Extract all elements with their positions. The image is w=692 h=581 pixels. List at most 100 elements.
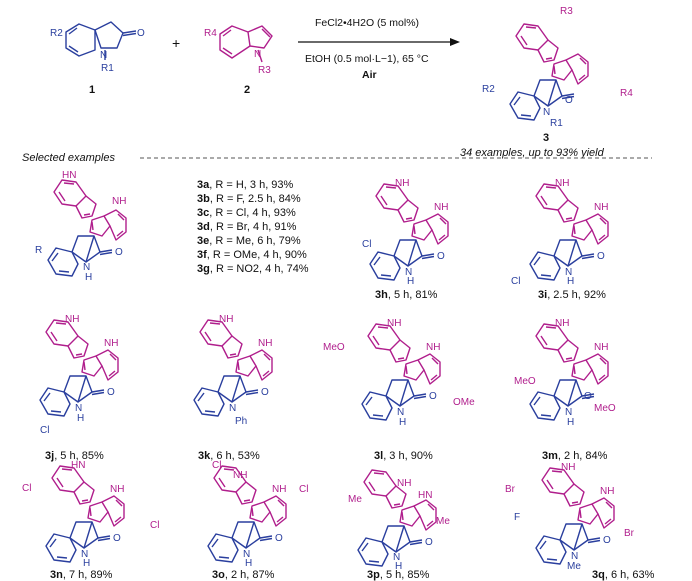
- reactant-2-r4: R4: [204, 28, 217, 39]
- lactam-h-3j: H: [77, 413, 84, 424]
- series-text-3f: , R = OMe, 4 h, 90%: [207, 249, 307, 261]
- carbonyl-o-3l: O: [429, 391, 437, 402]
- example-text-3i: , 2.5 h, 92%: [547, 289, 606, 301]
- series-text-3g: , R = NO2, 4 h, 74%: [210, 263, 309, 275]
- reaction-arrowhead: [450, 38, 460, 46]
- example-text-3k: , 6 h, 53%: [210, 450, 260, 462]
- lactam-n-3k: N: [229, 403, 236, 414]
- methyl-3p-right: Me: [436, 516, 450, 527]
- indole-nh-3h-upper: NH: [395, 178, 409, 189]
- product-r2: R2: [482, 84, 495, 95]
- lactam-n-3j: N: [75, 403, 82, 414]
- lactam-n-3i: N: [565, 267, 572, 278]
- lactam-n-3l: N: [397, 407, 404, 418]
- lactam-h-3a: H: [85, 272, 92, 283]
- condition-solvent: EtOH (0.5 mol·L−1), 65 °C: [305, 53, 429, 65]
- example-text-3o: , 2 h, 87%: [225, 569, 275, 581]
- series-id-3e: 3e: [197, 235, 209, 247]
- example-id-3m: 3m: [542, 450, 558, 462]
- example-id-3l: 3l: [374, 450, 383, 462]
- reactant-2-r3: R3: [258, 65, 271, 76]
- indole-nh-3o-upper: NH: [233, 470, 247, 481]
- svg-text:3n, 7 h, 89%: 3n, 7 h, 89%: [50, 569, 113, 581]
- indole-nh-3q-upper: NH: [561, 462, 575, 473]
- reactant-2-structure: [219, 25, 273, 63]
- structure-3k: [193, 319, 273, 417]
- example-text-3q: , 6 h, 63%: [605, 569, 655, 581]
- svg-text:3h, 5 h, 81%: 3h, 5 h, 81%: [375, 289, 438, 301]
- example-id-3q: 3q: [592, 569, 605, 581]
- indole-nh-3k-upper: NH: [219, 314, 233, 325]
- series-text-3c: , R = Cl, 4 h, 93%: [209, 207, 296, 219]
- indole-nh-3n-upper: HN: [71, 460, 85, 471]
- structure-3n: [45, 465, 125, 563]
- plus-sign: +: [172, 35, 180, 51]
- lactam-h-3h: H: [407, 276, 414, 287]
- structure-3j: [39, 319, 119, 417]
- methoxy-3m-left: MeO: [514, 376, 536, 387]
- methoxy-3m-right: MeO: [594, 403, 616, 414]
- series-text-3e: , R = Me, 6 h, 79%: [209, 235, 301, 247]
- lactam-n-3o: N: [243, 549, 250, 560]
- chloro-3n-right: Cl: [150, 520, 159, 531]
- lactam-h-3m: H: [567, 417, 574, 428]
- methoxy-3l-left: MeO: [323, 342, 345, 353]
- structure-3l: [361, 323, 441, 421]
- example-id-3p: 3p: [367, 569, 380, 581]
- indole-nh-3i-lower: NH: [594, 202, 608, 213]
- carbonyl-o-3h: O: [437, 251, 445, 262]
- lactam-h-3l: H: [399, 417, 406, 428]
- product-r3: R3: [560, 6, 573, 17]
- series-text-3a: , R = H, 3 h, 93%: [209, 179, 293, 191]
- carbonyl-o-3i: O: [597, 251, 605, 262]
- svg-text:3f, R = OMe, 4 h, 90%: 3f, R = OMe, 4 h, 90%: [197, 249, 307, 261]
- condition-atmosphere: Air: [362, 69, 377, 81]
- example-id-3n: 3n: [50, 569, 63, 581]
- chloro-3h: Cl: [362, 239, 371, 250]
- condition-catalyst: FeCl2•4H2O (5 mol%): [315, 17, 419, 29]
- example-text-3p: , 5 h, 85%: [380, 569, 430, 581]
- carbonyl-o-3k: O: [261, 387, 269, 398]
- chloro-3o-left: Cl: [212, 460, 221, 471]
- svg-text:3b, R = F, 2.5 h, 84%: 3b, R = F, 2.5 h, 84%: [197, 193, 301, 205]
- carbonyl-o-3a: O: [115, 247, 123, 258]
- indole-nh-3m-upper: NH: [555, 318, 569, 329]
- reactant-1-structure: [65, 21, 137, 60]
- indole-nh-3a-upper: HN: [62, 170, 76, 181]
- svg-text:3e, R = Me, 6 h, 79%: 3e, R = Me, 6 h, 79%: [197, 235, 301, 247]
- indole-nh-3l-lower: NH: [426, 342, 440, 353]
- lactam-n-3m: N: [565, 407, 572, 418]
- lactam-h-3n: H: [83, 558, 90, 569]
- example-text-3n: , 7 h, 89%: [63, 569, 113, 581]
- lactam-n-3h: N: [405, 267, 412, 278]
- product-3-structure: [509, 23, 589, 121]
- reactant-1-nitrogen: N: [100, 50, 107, 61]
- svg-text:3l, 3 h, 90%: 3l, 3 h, 90%: [374, 450, 433, 462]
- svg-text:3p, 5 h, 85%: 3p, 5 h, 85%: [367, 569, 430, 581]
- chloro-3o-right: Cl: [299, 484, 308, 495]
- indole-nh-3q-lower: NH: [600, 486, 614, 497]
- structure-3h: [369, 183, 449, 281]
- example-id-3i: 3i: [538, 289, 547, 301]
- lactam-n-3n: N: [81, 549, 88, 560]
- lactam-h-3o: H: [245, 558, 252, 569]
- series-id-3b: 3b: [197, 193, 210, 205]
- svg-text:3m, 2 h, 84%: 3m, 2 h, 84%: [542, 450, 608, 462]
- reactant-1-label: 1: [89, 84, 95, 96]
- series-text-3d: , R = Br, 4 h, 91%: [210, 221, 297, 233]
- reactant-2-nitrogen: N: [254, 49, 261, 60]
- lactam-h-3p: H: [395, 561, 402, 572]
- svg-text:3k, 6 h, 53%: 3k, 6 h, 53%: [198, 450, 260, 462]
- carbonyl-o-3o: O: [275, 533, 283, 544]
- lactam-h-3i: H: [567, 276, 574, 287]
- carbonyl-o-3j: O: [107, 387, 115, 398]
- structure-3q: [535, 467, 615, 565]
- bromo-3q-right: Br: [624, 528, 635, 539]
- lactam-n-3p: N: [393, 552, 400, 563]
- series-text-3b: , R = F, 2.5 h, 84%: [210, 193, 301, 205]
- indole-nh-3a-lower: NH: [112, 196, 126, 207]
- reactant-1-r1: R1: [101, 63, 114, 74]
- series-3a-3g-list: 3a, R = H, 3 h, 93% 3b, R = F, 2.5 h, 84…: [197, 179, 309, 275]
- svg-text:3i, 2.5 h, 92%: 3i, 2.5 h, 92%: [538, 289, 606, 301]
